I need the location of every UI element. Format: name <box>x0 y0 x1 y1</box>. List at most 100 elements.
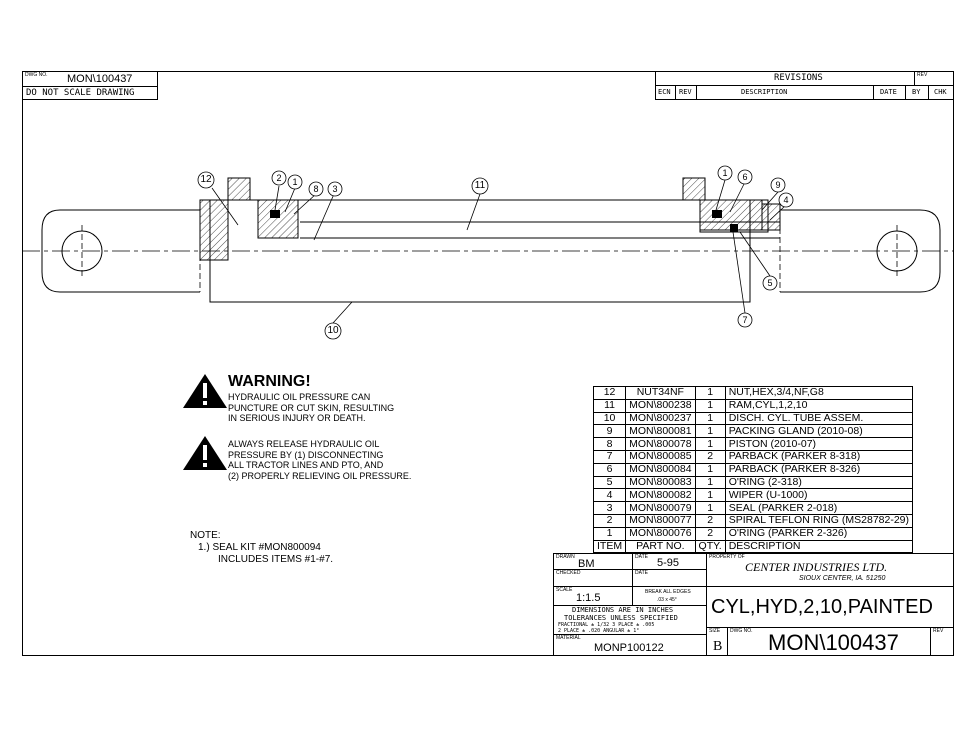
date2-cell: DATE <box>632 569 707 587</box>
bom-cell-qty: QTY. <box>694 539 726 554</box>
dims-line-1: DIMENSIONS ARE IN INCHES <box>572 606 674 614</box>
dims-line-3: FRACTIONAL ± 1/32 3 PLACE ± .005 <box>558 622 655 628</box>
bom-cell-item: 3 <box>592 501 627 515</box>
date-value: 5-95 <box>657 557 680 569</box>
bom-cell-part: MON\800079 <box>625 501 696 515</box>
tolerances-cell: DIMENSIONS ARE IN INCHES TOLERANCES UNLE… <box>553 605 707 635</box>
bom-cell-qty: 1 <box>694 398 726 413</box>
bom-cell-qty: 1 <box>694 475 726 490</box>
note-line-2: INCLUDES ITEMS #1-#7. <box>218 554 334 565</box>
note-line-1: 1.) SEAL KIT #MON800094 <box>198 542 321 553</box>
warning-block-1: HYDRAULIC OIL PRESSURE CAN PUNCTURE OR C… <box>228 392 394 424</box>
rev-col-ecn-label: ECN <box>658 88 671 96</box>
bom-cell-part: MON\800238 <box>625 398 696 413</box>
rev-title-label: REV <box>933 628 944 634</box>
warning-title: WARNING! <box>228 373 311 390</box>
callout-12: 12 <box>200 174 212 185</box>
size-cell: SIZE B <box>706 627 728 656</box>
revisions-title: REVISIONS <box>774 73 823 83</box>
bom-cell-desc: O'RING (2-318) <box>724 475 914 490</box>
title-cell: CYL,HYD,2,10,PAINTED <box>706 586 954 628</box>
break-edges-cell: BREAK ALL EDGES .03 x 45° <box>632 586 707 606</box>
property-label: PROPERTY OF <box>709 554 745 560</box>
callout-10: 10 <box>327 325 339 336</box>
rev-col-chk-label: CHK <box>934 88 947 96</box>
rev-title-cell: REV <box>930 627 954 656</box>
bom-cell-desc: WIPER (U-1000) <box>724 488 914 503</box>
bom-cell-qty: 1 <box>694 501 726 515</box>
material-cell: MATERIAL MONP100122 <box>553 634 707 656</box>
bom-cell-part: MON\800077 <box>625 513 696 528</box>
bom-cell-desc: O'RING (PARKER 2-326) <box>724 526 914 541</box>
bom-cell-desc: PARBACK (PARKER 8-326) <box>724 462 914 477</box>
bom-cell-item: 5 <box>592 475 627 490</box>
dims-line-4: 2 PLACE ± .020 ANGULAR ± 1° <box>558 628 640 634</box>
drawing-title: CYL,HYD,2,10,PAINTED <box>711 596 933 618</box>
dwg-no-value: MON\100437 <box>67 73 133 85</box>
dims-line-2: TOLERANCES UNLESS SPECIFIED <box>564 614 678 622</box>
bom-cell-desc: PISTON (2010-07) <box>724 437 914 451</box>
bom-cell-part: NUT34NF <box>625 386 696 400</box>
bom-cell-desc: SPIRAL TEFLON RING (MS28782-29) <box>724 513 914 528</box>
revisions-rev-label: REV <box>917 72 928 78</box>
drawn-cell: DRAWN BM <box>553 553 633 570</box>
warning-line: ALWAYS RELEASE HYDRAULIC OIL <box>228 439 380 449</box>
bom-cell-item: 6 <box>592 462 627 477</box>
left-clevis <box>41 209 200 293</box>
bom-cell-item: ITEM <box>592 539 627 554</box>
warning-line: IN SERIOUS INJURY OR DEATH. <box>228 413 366 423</box>
bom-cell-qty: 1 <box>694 411 726 426</box>
drawn-label: DRAWN <box>556 554 575 560</box>
bom-cell-qty: 2 <box>694 449 726 464</box>
bom-cell-item: 10 <box>592 411 627 426</box>
date-cell: DATE 5-95 <box>632 553 707 570</box>
dwg-no-label: DWG NO. <box>25 72 48 78</box>
bom-cell-qty: 1 <box>694 462 726 477</box>
callout-11: 11 <box>474 180 486 191</box>
bom-cell-part: MON\800084 <box>625 462 696 477</box>
callout-8: 8 <box>313 184 319 194</box>
warning-line: HYDRAULIC OIL PRESSURE CAN <box>228 392 371 402</box>
rev-col-description-label: DESCRIPTION <box>741 88 788 96</box>
rev-col-by-label: BY <box>912 88 921 96</box>
callout-2: 2 <box>276 173 282 183</box>
bom-cell-item: 12 <box>592 386 627 400</box>
bom-cell-qty: 2 <box>694 526 726 541</box>
bom-cell-desc: PACKING GLAND (2010-08) <box>724 424 914 439</box>
dwg-no-title-value: MON\100437 <box>768 630 899 655</box>
dwg-no-title-label: DWG NO. <box>730 628 753 634</box>
bom-cell-item: 1 <box>592 526 627 541</box>
warning-line: (2) PROPERLY RELIEVING OIL PRESSURE. <box>228 470 412 481</box>
company-name: CENTER INDUSTRIES LTD. <box>745 560 888 574</box>
checked-cell: CHECKED <box>553 569 633 587</box>
scale-label: SCALE <box>556 587 573 593</box>
bom-cell-item: 9 <box>592 424 627 439</box>
checked-label: CHECKED <box>556 570 581 576</box>
callout-5: 5 <box>767 278 773 288</box>
bom-cell-qty: 1 <box>694 488 726 503</box>
scale-note: DO NOT SCALE DRAWING <box>26 88 135 98</box>
bom-cell-part: MON\800085 <box>625 449 696 464</box>
callout-9: 9 <box>775 180 781 190</box>
date-label: DATE <box>635 554 648 560</box>
break-edges-value: .03 x 45° <box>657 597 677 603</box>
bom-cell-desc: RAM,CYL,1,2,10 <box>724 398 914 413</box>
bom-cell-part: MON\800237 <box>625 411 696 426</box>
bom-cell-desc: DISCH. CYL. TUBE ASSEM. <box>724 411 914 426</box>
size-value: B <box>713 639 723 654</box>
bom-cell-desc: NUT,HEX,3/4,NF,G8 <box>724 386 914 400</box>
bom-cell-desc: DESCRIPTION <box>724 539 914 554</box>
bom-cell-desc: SEAL (PARKER 2-018) <box>724 501 914 515</box>
callout-6: 6 <box>742 172 748 182</box>
